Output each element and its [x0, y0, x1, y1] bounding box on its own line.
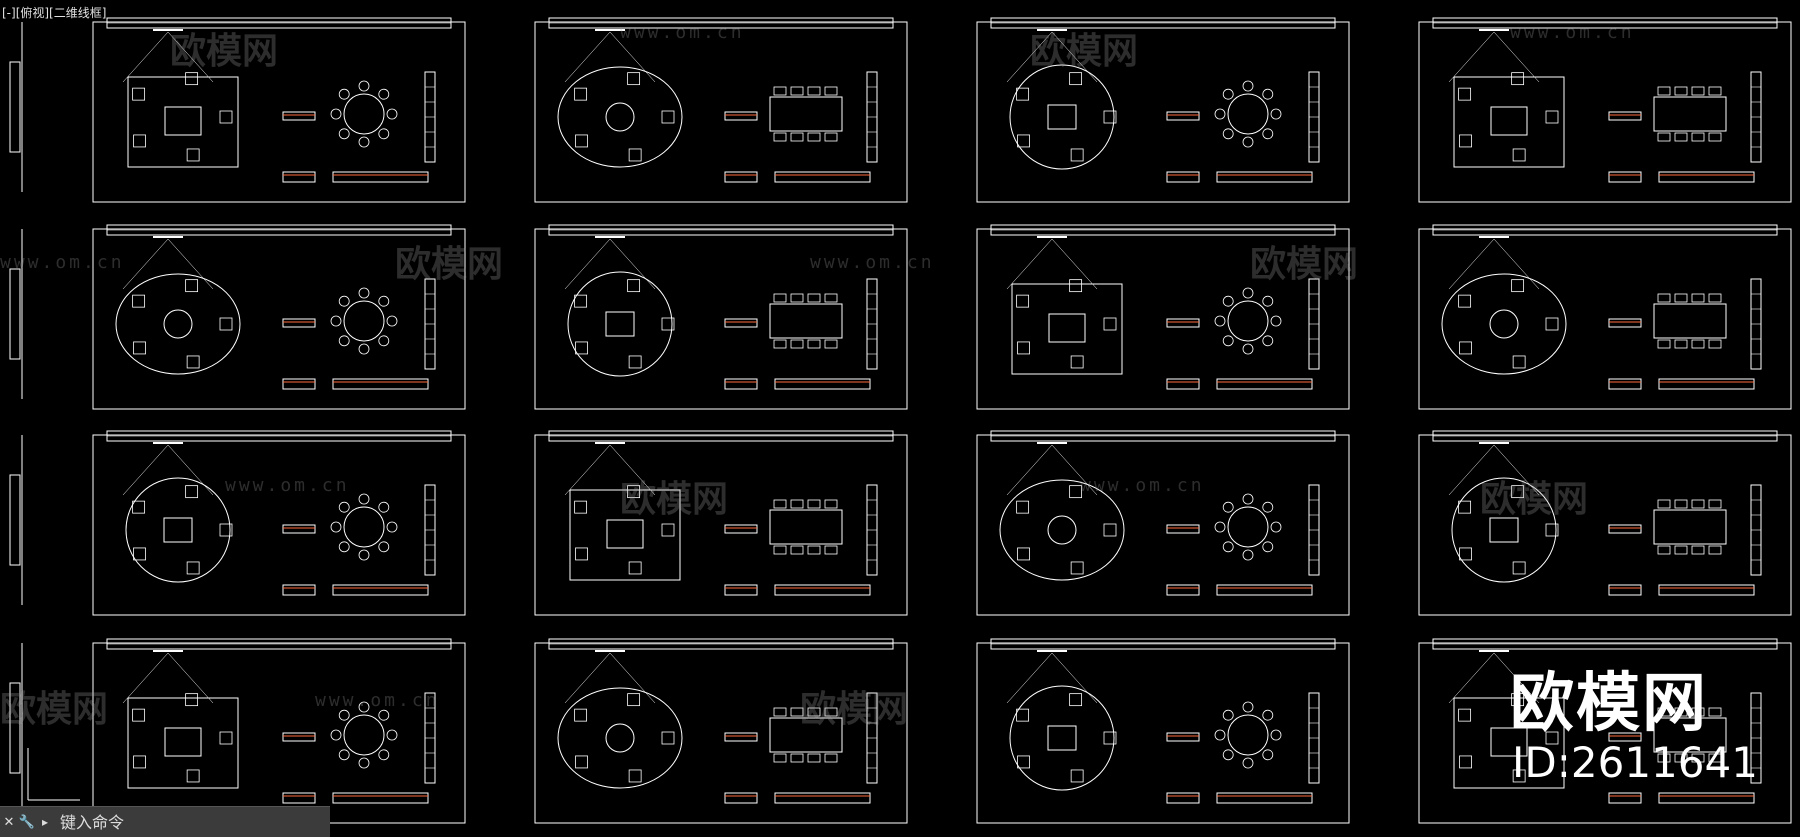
partial-panel-edge: [9, 643, 23, 813]
floor-plan-panel: [534, 17, 908, 203]
floor-plan-panel: [976, 638, 1350, 824]
floor-plan-panel: [976, 430, 1350, 616]
floor-plan-panel: [1418, 17, 1792, 203]
floor-plan-panel: [92, 17, 466, 203]
floor-plan-panel: [1418, 224, 1792, 410]
floor-plan-panel: [534, 224, 908, 410]
close-icon[interactable]: ✕: [3, 814, 15, 830]
partial-panel-edge: [9, 22, 23, 192]
brand-logo-text: 欧模网: [1510, 667, 1708, 741]
viewport-label[interactable]: [-][俯视][二维线框]: [2, 6, 107, 20]
floor-plan-panel: [976, 224, 1350, 410]
ucs-icon: [27, 748, 80, 801]
floor-plan-panel: [534, 638, 908, 824]
floor-plan-panel: [1418, 430, 1792, 616]
brand-id-text: ID:2611641: [1512, 738, 1758, 787]
command-prompt-icon: ▸: [41, 815, 49, 829]
partial-panel-edge: [9, 229, 23, 399]
floor-plan-panel: [1418, 638, 1792, 824]
command-line-bar: ✕ 🔧 ▸: [0, 806, 330, 837]
partial-panel-edge: [9, 435, 23, 605]
floor-plan-panel: [534, 430, 908, 616]
floor-plan-panel: [92, 224, 466, 410]
command-input[interactable]: [54, 810, 330, 834]
floor-plan-panel: [976, 17, 1350, 203]
floor-plan-grid: [9, 17, 1792, 824]
floor-plan-panel: [92, 638, 466, 824]
wrench-icon[interactable]: 🔧: [18, 814, 36, 830]
floor-plan-panel: [92, 430, 466, 616]
